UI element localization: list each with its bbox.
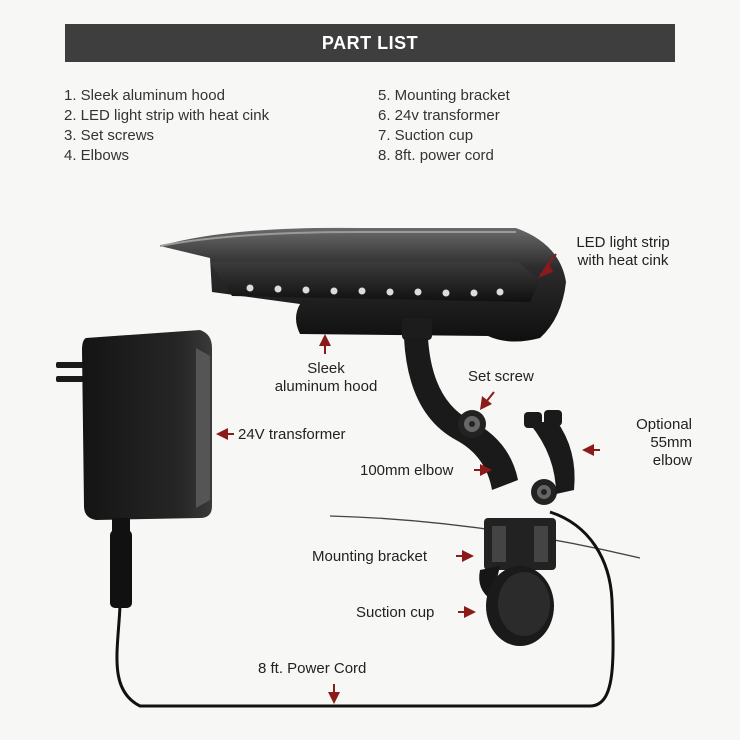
led-light-strip [246,284,504,297]
callout-suction-cup: Suction cup [356,604,434,622]
suction-cup [486,566,554,646]
led-dot [496,288,504,296]
part-list-item: 5. Mounting bracket [378,87,510,104]
part-list-right: 5. Mounting bracket 6. 24v transformer 7… [378,86,510,166]
callout-text: 100mm elbow [360,462,454,479]
callout-text: Set screw [468,368,534,385]
led-dot [246,284,254,292]
callout-transformer: 24V transformer [238,426,346,444]
part-list-item: 2. LED light strip with heat cink [64,107,270,124]
part-list-title: PART LIST [321,32,419,53]
aluminum-hood [159,227,566,342]
part-list-item: 6. 24v transformer [378,107,500,124]
callout-led-strip: LED light strip with heat cink [562,234,684,270]
arrow-optional-elbow [582,444,600,456]
led-dot [470,289,478,297]
callout-text: Optional 55mm elbow [636,416,692,469]
part-list-item: 8. 8ft. power cord [378,147,494,164]
transformer [56,330,212,608]
part-list-header: PART LIST [65,24,675,62]
set-screw [458,410,486,438]
callout-text: Suction cup [356,604,435,621]
plug-prong [56,362,84,368]
led-dot [274,285,282,293]
arrow-suction-cup [458,606,476,618]
led-dot [414,288,422,296]
arrow-transformer [216,428,234,440]
callout-text: Mounting bracket [312,548,428,565]
arrow-led-strip [538,253,557,278]
callout-elbow-100: 100mm elbow [360,462,453,480]
led-dot [302,286,310,294]
arrow-mounting-bracket [456,550,474,562]
dc-plug [110,530,132,608]
led-dot [442,289,450,297]
part-list-item: 1. Sleek aluminum hood [64,87,225,104]
callout-text: 8 ft. Power Cord [258,660,367,677]
arrow-elbow-100 [474,464,492,476]
arrow-power-cord [328,684,340,704]
elbow-100mm [402,318,518,490]
callout-mounting-bracket: Mounting bracket [312,548,427,566]
arrow-set-screw [480,391,495,410]
mounting-bracket [479,518,556,600]
callout-optional-elbow: Optional 55mm elbow [606,416,692,470]
callout-arrows [216,253,600,704]
part-list-item: 7. Suction cup [378,127,474,144]
led-dot [330,287,338,295]
part-list-left: 1. Sleek aluminum hood 2. LED light stri… [64,86,269,166]
part-list-item: 3. Set screws [64,127,155,144]
set-screw [531,479,557,505]
part-list-item: 4. Elbows [64,147,130,164]
callout-text: Sleek aluminum hood [274,360,378,395]
callout-text: 24V transformer [238,426,346,443]
callout-set-screw: Set screw [468,368,534,386]
led-dot [386,288,394,296]
led-dot [358,287,366,295]
optional-elbow-55mm [524,410,575,494]
callout-hood: Sleek aluminum hood [264,360,388,396]
callout-text: LED light strip with heat cink [576,234,670,269]
callout-power-cord: 8 ft. Power Cord [258,660,366,678]
arrow-hood [319,334,331,354]
power-cord [115,510,615,708]
plug-prong [56,376,84,382]
